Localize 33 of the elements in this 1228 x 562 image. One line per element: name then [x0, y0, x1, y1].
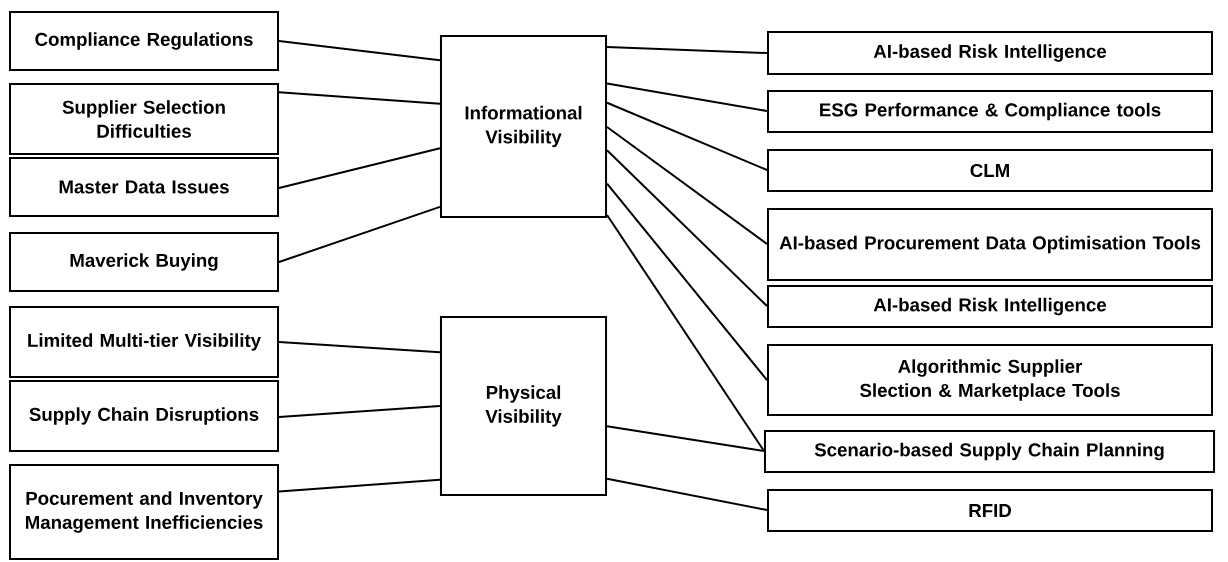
challenge-box: Master Data Issues — [9, 157, 279, 217]
solution-box: ESG Performance & Compliance tools — [767, 89, 1213, 134]
connector-line — [606, 46, 768, 54]
connector-line — [278, 205, 441, 263]
connector-line — [606, 126, 768, 245]
solution-box: AI-based Risk Intelligence — [767, 31, 1213, 75]
solution-box: AI-based Procurement Data Optimisation Tools — [767, 208, 1213, 281]
hub-box: Physical Visibility — [439, 316, 608, 496]
challenge-box: Compliance Regulations — [9, 11, 279, 71]
connector-line — [278, 147, 441, 190]
challenge-box: Maverick Buying — [9, 232, 279, 292]
challenge-box: Supplier Selection Difficulties — [9, 83, 279, 155]
connector-line — [278, 405, 441, 418]
challenge-box: Pocurement and Inventory Management Inefficiencies — [9, 464, 279, 560]
connector-line — [606, 425, 765, 452]
connector-line — [606, 149, 768, 307]
solution-box: RFID — [767, 489, 1213, 533]
connector-line — [606, 82, 768, 112]
connector-line — [606, 213, 765, 452]
challenge-box: Supply Chain Disruptions — [9, 380, 279, 452]
connector-line — [606, 101, 768, 171]
connector-line — [278, 91, 441, 105]
connector-line — [278, 478, 441, 493]
challenge-box: Limited Multi-tier Visibility — [9, 306, 279, 378]
connector-line — [278, 40, 441, 62]
hub-box: Informational Visibility — [439, 34, 608, 219]
connector-line — [606, 477, 768, 511]
connector-line — [606, 182, 768, 381]
solution-box: AI-based Risk Intelligence — [767, 284, 1213, 329]
solution-box: Algorithmic Supplier Slection & Marketplace Tools — [767, 344, 1213, 416]
connector-line — [278, 341, 441, 354]
solution-box: CLM — [767, 149, 1213, 193]
solution-box: Scenario-based Supply Chain Planning — [764, 430, 1216, 474]
